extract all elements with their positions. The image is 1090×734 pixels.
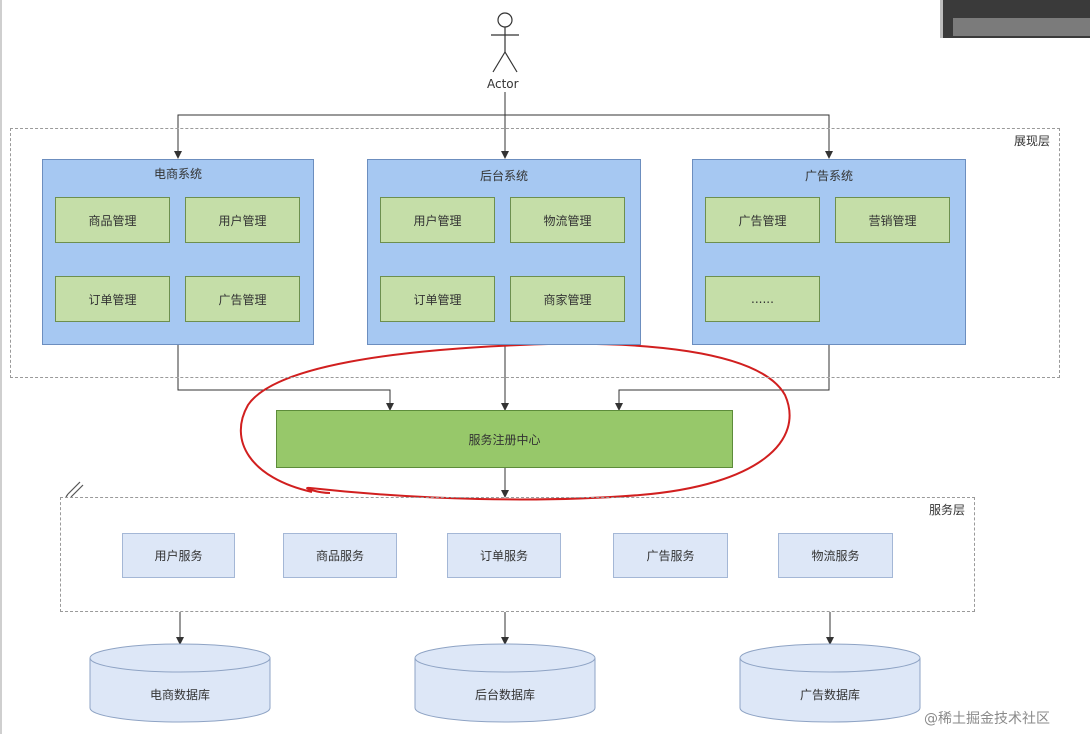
product-service[interactable]: 商品服务 bbox=[283, 533, 397, 578]
user-service[interactable]: 用户服务 bbox=[122, 533, 235, 578]
module-order-management[interactable]: 订单管理 bbox=[380, 276, 495, 322]
backend-database-label: 后台数据库 bbox=[474, 688, 535, 702]
actor-to-ecommerce-arrow bbox=[174, 114, 505, 159]
ecommerce-system[interactable]: 电商系统 商品管理 用户管理 订单管理 广告管理 bbox=[42, 159, 314, 345]
backend-system[interactable]: 后台系统 用户管理 物流管理 订单管理 商家管理 bbox=[367, 159, 641, 345]
presentation-layer bbox=[10, 128, 1060, 378]
registry-highlight-circle bbox=[239, 342, 791, 501]
service-layer bbox=[60, 497, 975, 612]
service-layer-label: 服务层 bbox=[929, 503, 966, 517]
module-marketing-management[interactable]: 营销管理 bbox=[835, 197, 950, 243]
actor-icon bbox=[491, 12, 519, 73]
order-service[interactable]: 订单服务 bbox=[447, 533, 561, 578]
ad-system[interactable]: 广告系统 广告管理 营销管理 ...... bbox=[692, 159, 966, 345]
actor-label: Actor bbox=[487, 77, 519, 91]
module-user-management[interactable]: 用户管理 bbox=[185, 197, 300, 243]
ads-to-registry-arrow bbox=[615, 345, 830, 411]
ads-db-cylinder bbox=[739, 643, 921, 723]
module-merchant-management[interactable]: 商家管理 bbox=[510, 276, 625, 322]
ad-system-title: 广告系统 bbox=[804, 169, 853, 183]
video-thumbnail bbox=[940, 0, 1090, 38]
logistics-service[interactable]: 物流服务 bbox=[778, 533, 893, 578]
module-ad-management[interactable]: 广告管理 bbox=[705, 197, 820, 243]
module-user-management[interactable]: 用户管理 bbox=[380, 197, 495, 243]
ecommerce-database-label: 电商数据库 bbox=[149, 688, 210, 702]
backend-db-cylinder bbox=[414, 643, 596, 723]
backend-system-title: 后台系统 bbox=[479, 169, 528, 183]
module-order-management[interactable]: 订单管理 bbox=[55, 276, 170, 322]
service-registry[interactable]: 服务注册中心 bbox=[276, 410, 733, 468]
ad-database-label: 广告数据库 bbox=[799, 688, 860, 702]
actor-to-ads-arrow bbox=[505, 114, 833, 159]
module-product-management[interactable]: 商品管理 bbox=[55, 197, 170, 243]
pencil-icon bbox=[65, 481, 84, 498]
module-more-placeholder[interactable]: ...... bbox=[705, 276, 820, 322]
ecommerce-db-cylinder bbox=[89, 643, 271, 723]
module-logistics-management[interactable]: 物流管理 bbox=[510, 197, 625, 243]
presentation-layer-label: 展现层 bbox=[1014, 134, 1051, 148]
watermark-text: @稀土掘金技术社区 bbox=[924, 711, 1050, 727]
ecommerce-to-registry-arrow bbox=[177, 345, 394, 411]
ad-service[interactable]: 广告服务 bbox=[613, 533, 728, 578]
module-ad-management[interactable]: 广告管理 bbox=[185, 276, 300, 322]
ecommerce-system-title: 电商系统 bbox=[153, 167, 202, 181]
